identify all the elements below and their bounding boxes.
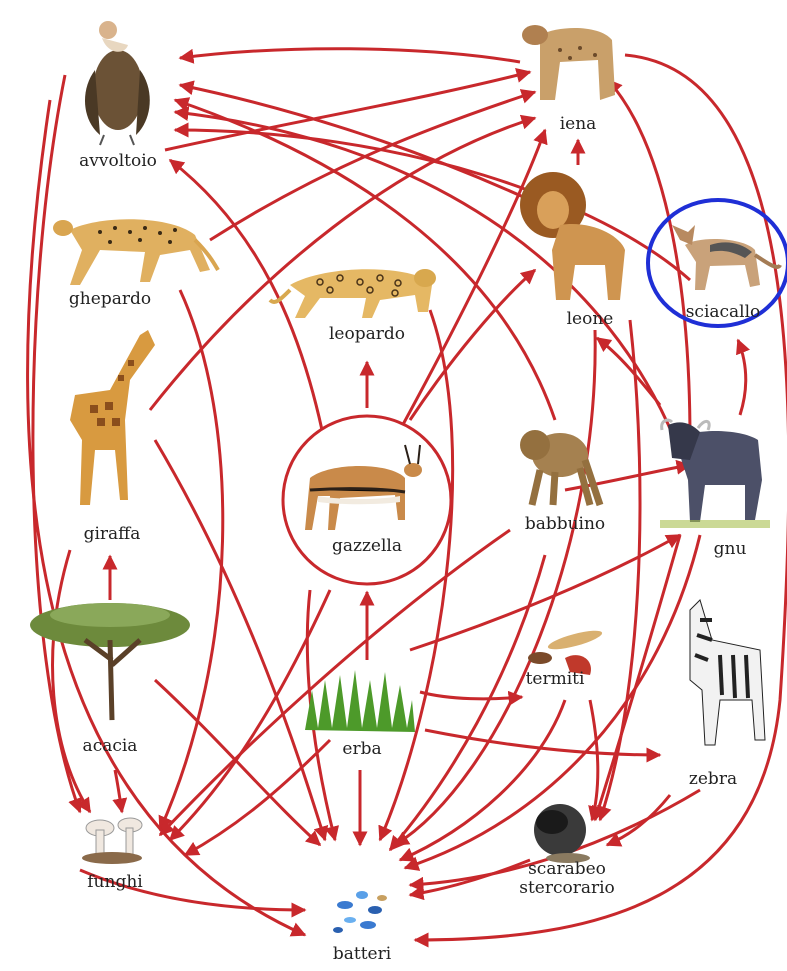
label-leone: leone (567, 310, 614, 329)
arrow-gnu-sciacallo (738, 340, 746, 415)
bacteria-illustration (333, 891, 387, 933)
label-termiti: termiti (526, 670, 585, 689)
arrow-termiti-scarabeo (590, 700, 598, 820)
beetle-illustration (534, 804, 590, 863)
vulture-illustration (85, 21, 150, 145)
label-scarabeo: scarabeo stercorario (519, 860, 615, 898)
label-gazzella: gazzella (332, 537, 402, 556)
arrow-erba-termiti (420, 692, 522, 699)
label-iena: iena (560, 115, 597, 134)
cheetah-illustration (53, 219, 218, 285)
arrow-giraffa-funghi (53, 550, 90, 812)
label-sciacallo: sciacallo (686, 303, 761, 322)
arrow-giraffa-iena (150, 118, 535, 410)
label-erba: erba (342, 740, 381, 759)
label-leopardo: leopardo (329, 325, 405, 344)
arrow-babbuino-batteri (390, 555, 545, 850)
label-zebra: zebra (689, 770, 737, 789)
label-giraffa: giraffa (84, 525, 141, 544)
zebra-illustration (690, 600, 765, 745)
label-funghi: funghi (87, 873, 142, 892)
hyena-illustration (522, 25, 615, 100)
arrow-leone-batteri (395, 330, 595, 845)
arrow-babbuino-avvoltoio (175, 100, 555, 420)
mushrooms-illustration (82, 818, 142, 864)
gazelle-illustration (283, 416, 451, 584)
label-avvoltoio: avvoltoio (79, 152, 157, 171)
arrow-leone-scarabeo (600, 320, 640, 820)
lion-illustration (520, 172, 625, 300)
arrow-gazzella-avvoltoio (170, 160, 322, 430)
label-acacia: acacia (83, 737, 138, 756)
arrow-gnu-leone (597, 338, 660, 405)
arrow-iena-avvoltoio (180, 49, 520, 62)
label-babbuino: babbuino (525, 515, 605, 534)
label-ghepardo: ghepardo (69, 290, 151, 309)
arrow-ghepardo-funghi (160, 290, 223, 830)
label-gnu: gnu (714, 540, 747, 559)
label-batteri: batteri (333, 945, 391, 964)
wildebeest-illustration (660, 420, 770, 528)
arrow-zebra-scarabeo (607, 795, 670, 845)
leopard-illustration (270, 269, 436, 318)
giraffe-illustration (70, 330, 155, 505)
